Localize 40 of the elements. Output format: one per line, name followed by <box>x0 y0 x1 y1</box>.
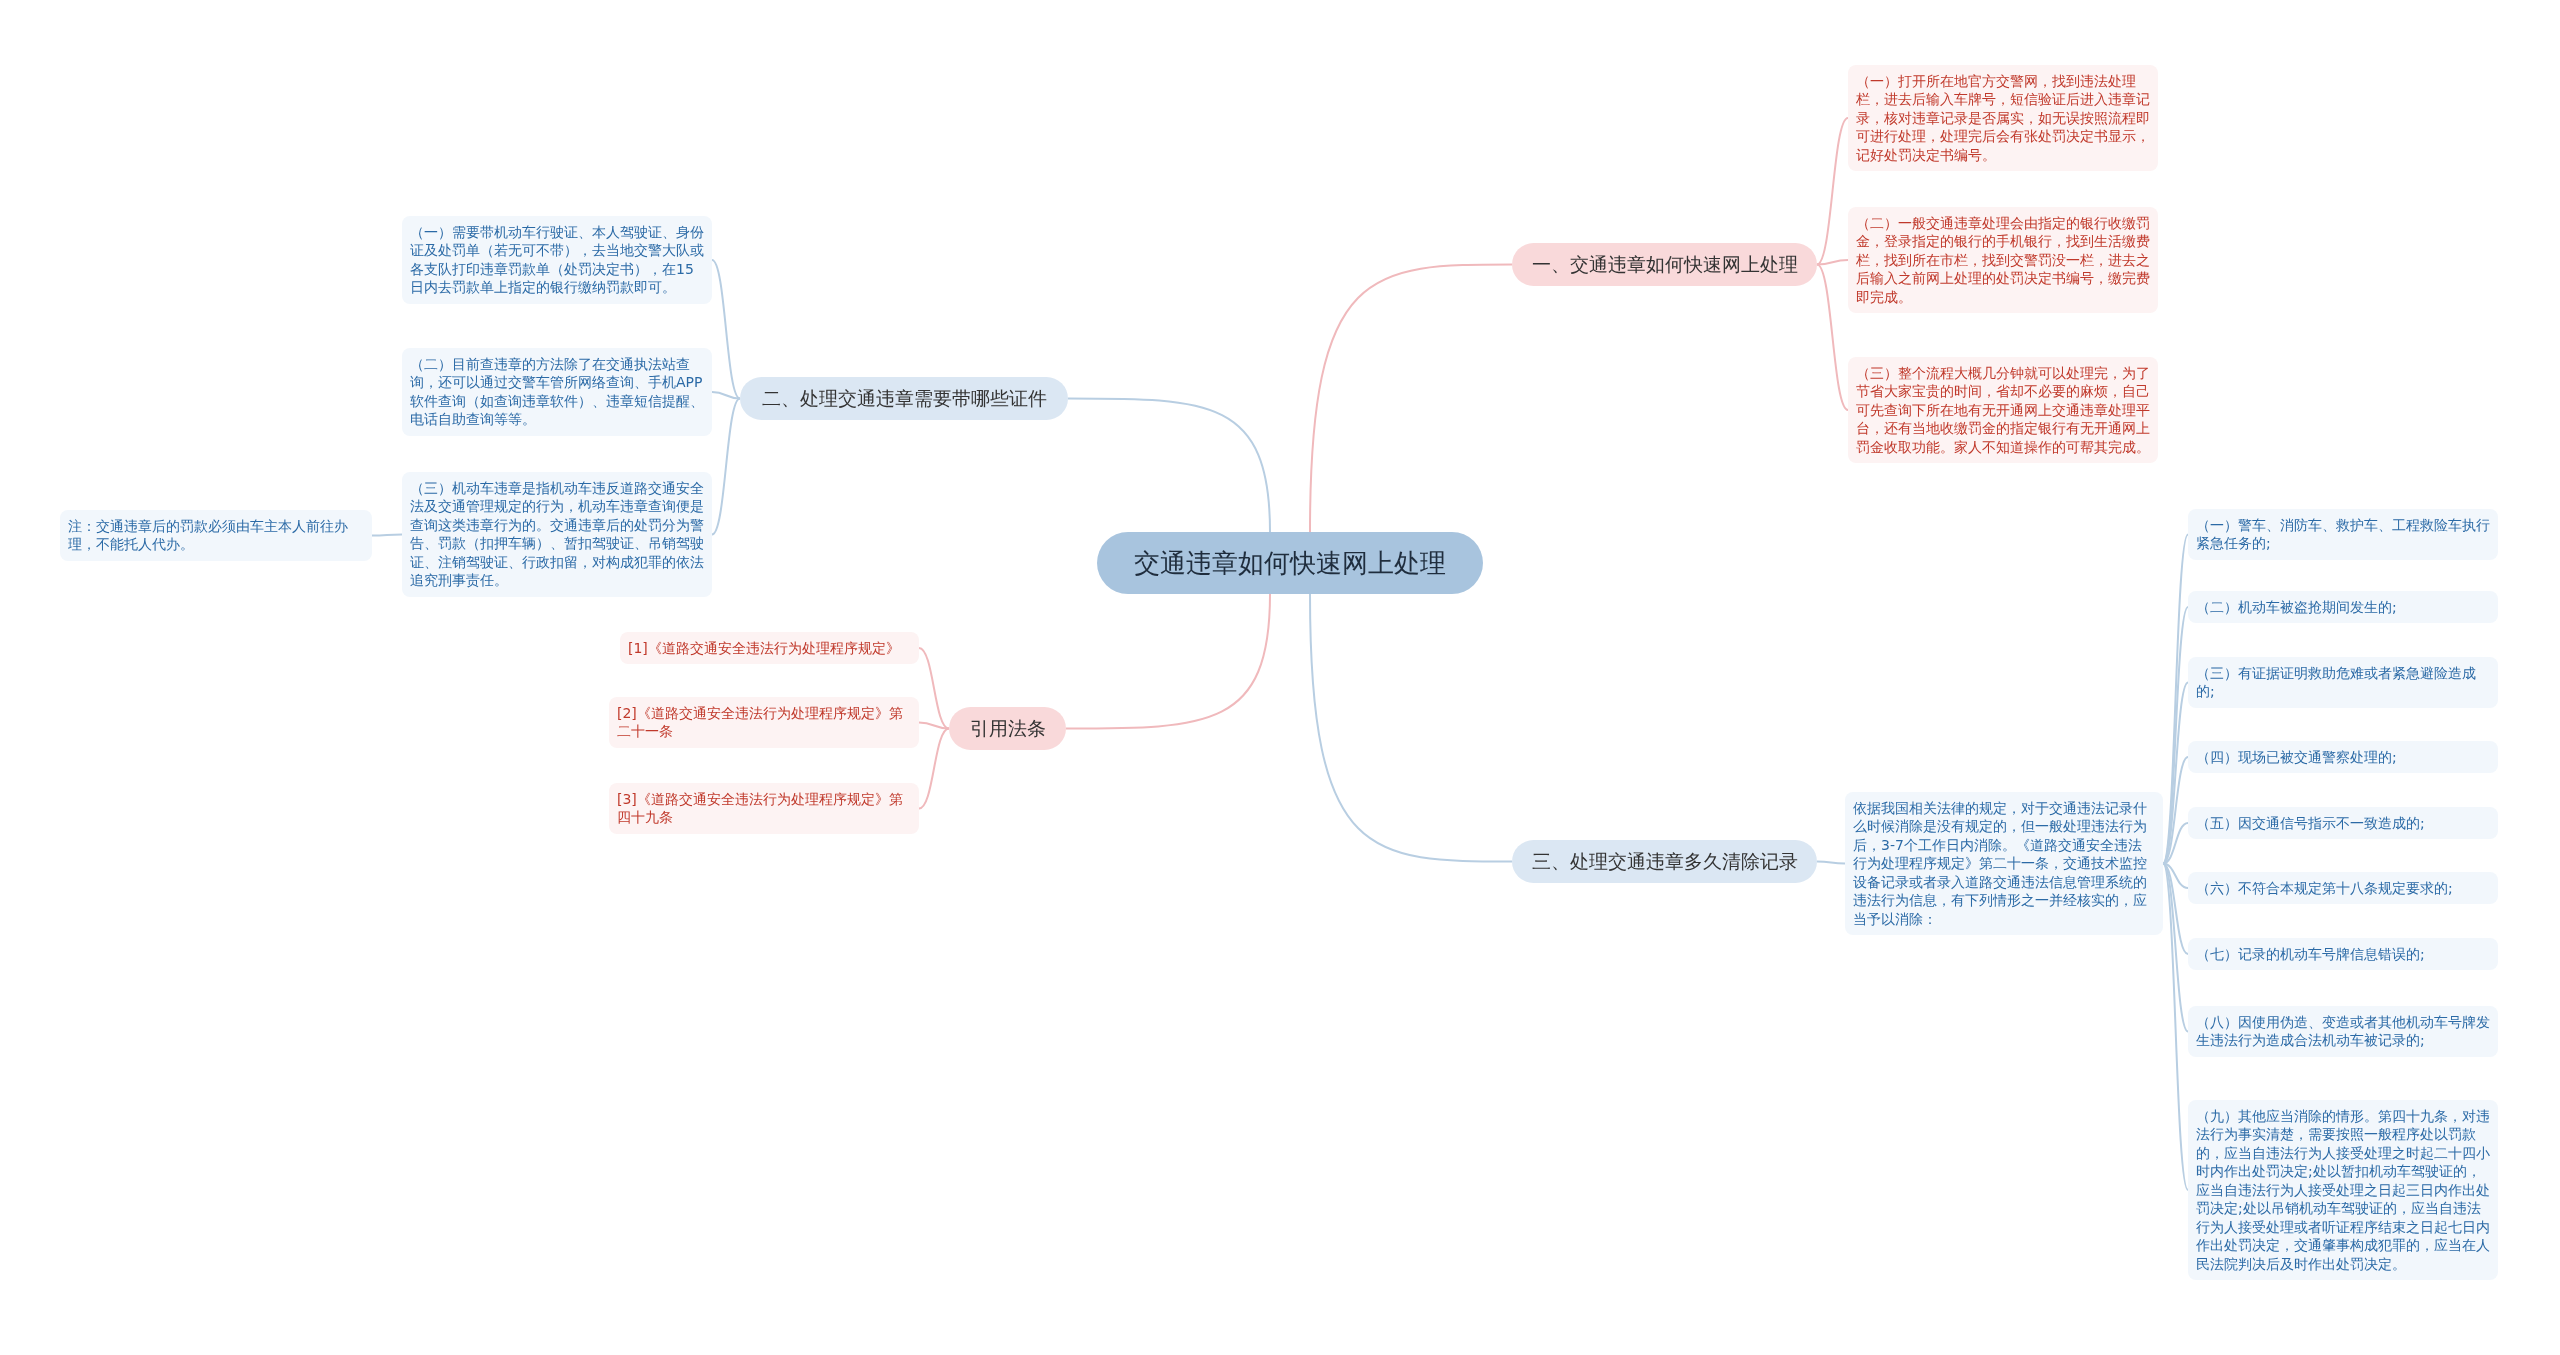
connector-line <box>1816 259 1849 266</box>
reference-card: [3]《道路交通安全违法行为处理程序规定》第四十九条 <box>609 783 919 834</box>
reference-card: [2]《道路交通安全违法行为处理程序规定》第二十一条 <box>609 697 919 748</box>
note-card: （八）因使用伪造、变造或者其他机动车号牌发生违法行为造成合法机动车被记录的; <box>2188 1006 2498 1057</box>
note-card: （六）不符合本规定第十八条规定要求的; <box>2188 872 2498 905</box>
central-topic: 交通违章如何快速网上处理 <box>1097 532 1483 595</box>
connector-line <box>711 391 741 400</box>
connector-line <box>2162 862 2189 1191</box>
note-card: （三）整个流程大概几分钟就可以处理完，为了节省大家宝贵的时间，省却不必要的麻烦，自己可先查询下所在地有无开通网上交通违章处理平台，还有当地收缴罚金的指定银行有无开通网上罚金收取功能。家人不知道操作的可帮其完成。 <box>1848 357 2158 464</box>
note-card: 注：交通违章后的罚款必须由车主本人前往办理，不能托人代办。 <box>60 510 372 561</box>
note-card: 依据我国相关法律的规定，对于交通违法记录什么时候消除是没有规定的，但一般处理违法行为后，3-7个工作日内消除。《道路交通安全违法行为处理程序规定》第二十一条，交通技术监控设备记录或者录入道路交通违法信息管理系统的违法行为信息，有下列情形之一并经核实的，应当予以消除： <box>1845 792 2163 936</box>
note-card: （四）现场已被交通警察处理的; <box>2188 741 2498 774</box>
connector-line <box>1065 593 1271 730</box>
reference-card: [1]《道路交通安全违法行为处理程序规定》 <box>620 632 919 665</box>
connector-line <box>711 259 741 400</box>
note-card: （一）需要带机动车行驶证、本人驾驶证、身份证及处罚单（若无可不带），去当地交警大队或各支队打印违章罚款单（处罚决定书），在15日内去罚款单上指定的银行缴纳罚款即可。 <box>402 216 712 304</box>
branch-topic: 三、处理交通违章多久清除记录 <box>1512 840 1817 884</box>
note-card: （九）其他应当消除的情形。第四十九条，对违法行为事实清楚，需要按照一般程序处以罚款的，应当自违法行为人接受处理之时起二十四小时内作出处罚决定;处以暂扣机动车驾驶证的，应当自违法行为人接受处理之日起三日内作出处罚决定;处以吊销机动车驾驶证的，应当自违法行为人接受处理或者听证程序结束之日起七日内作出处罚决定，交通肇事构成犯罪的，应当在人民法院判决后及时作出处罚决定。 <box>2188 1100 2498 1281</box>
note-card: （三）有证据证明救助危难或者紧急避险造成的; <box>2188 657 2498 708</box>
connector-line <box>918 727 950 810</box>
connector-line <box>1816 263 1849 411</box>
note-card: （二）目前查违章的方法除了在交通执法站查询，还可以通过交警车管所网络查询、手机APP软件查询（如查询违章软件）、违章短信提醒、电话自助查询等等。 <box>402 348 712 436</box>
branch-topic: 引用法条 <box>949 707 1066 751</box>
connector-line <box>918 647 950 730</box>
connector-line <box>1309 263 1513 533</box>
note-card: （二）一般交通违章处理会由指定的银行收缴罚金，登录指定的银行的手机银行，找到生活缴费栏，找到所在市栏，找到交警罚没一栏，进去之后输入之前网上处理的处罚决定书编号，缴完费即完成。 <box>1848 207 2158 314</box>
note-card: （一）打开所在地官方交警网，找到违法处理栏，进去后输入车牌号，短信验证后进入违章记录，核对违章记录是否属实，如无误按照流程即可进行处理，处理完后会有张处罚决定书显示，记好处罚决定书编号。 <box>1848 65 2158 172</box>
connector-line <box>1309 593 1513 863</box>
branch-topic: 一、交通违章如何快速网上处理 <box>1512 243 1817 287</box>
connector-line <box>1816 117 1849 266</box>
note-card: （五）因交通信号指示不一致造成的; <box>2188 807 2498 840</box>
connector-line <box>1816 860 1846 865</box>
note-card: （一）警车、消防车、救护车、工程救险车执行紧急任务的; <box>2188 509 2498 560</box>
note-card: （二）机动车被盗抢期间发生的; <box>2188 591 2498 624</box>
note-card: （七）记录的机动车号牌信息错误的; <box>2188 938 2498 971</box>
connector-line <box>711 397 741 536</box>
connector-line <box>1067 397 1271 533</box>
branch-topic: 二、处理交通违章需要带哪些证件 <box>740 377 1068 421</box>
note-card: （三）机动车违章是指机动车违反道路交通安全法及交通管理规定的行为，机动车违章查询便是查询这类违章行为的。交通违章后的处罚分为警告、罚款（扣押车辆）、暂扣驾驶证、吊销驾驶证、注销驾驶证、行政扣留，对构成犯罪的依法追究刑事责任。 <box>402 472 712 597</box>
connector-line <box>371 533 403 537</box>
